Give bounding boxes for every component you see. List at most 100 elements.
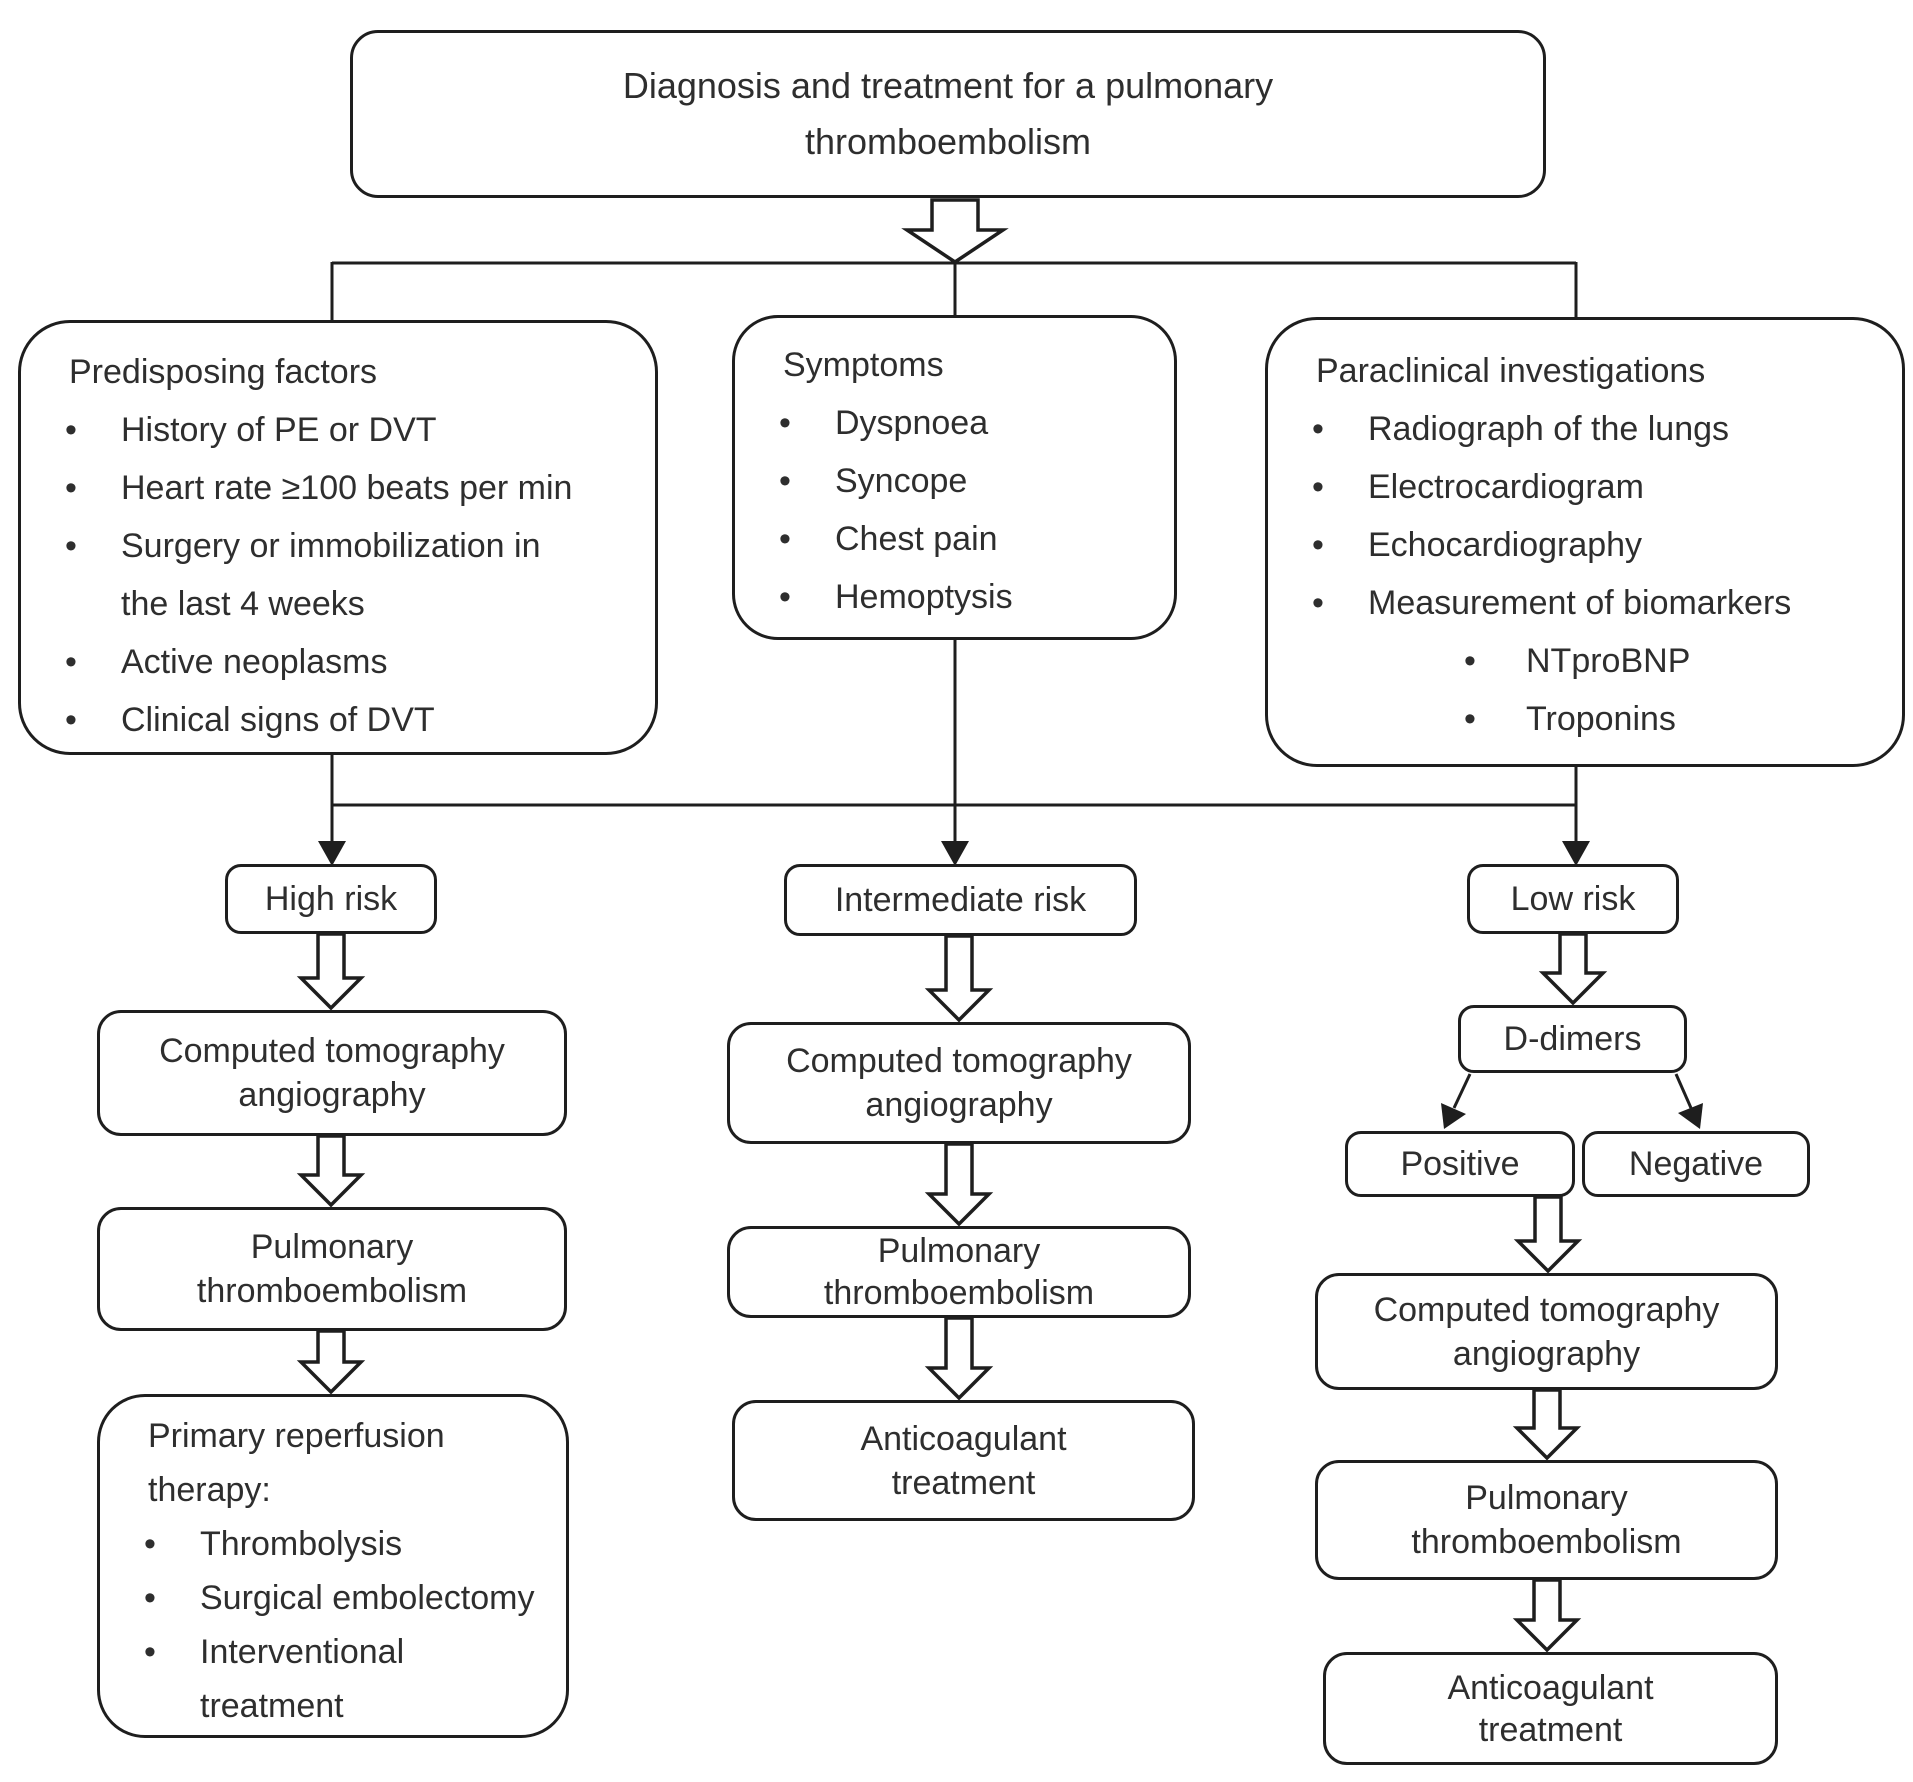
node-diagnosis-title: Diagnosis and treatment for a pulmonary t… xyxy=(350,30,1546,198)
arrow-intermediate-to-ct xyxy=(924,934,994,1023)
arrow-pe-to-anticoagulant-low xyxy=(1512,1578,1582,1653)
arrow-ct-to-pe-low xyxy=(1512,1388,1582,1461)
text-line: Anticoagulant xyxy=(860,1419,1067,1458)
bullet-text: Surgical embolectomy xyxy=(200,1579,535,1617)
bullet-item: • Syncope xyxy=(735,452,1174,510)
line-ddimers-to-positive xyxy=(1452,1073,1472,1109)
bullet-text: NTproBNP xyxy=(1526,642,1691,680)
text-line: Computed tomography xyxy=(1373,1290,1720,1329)
arrow-ct-to-pe-mid xyxy=(924,1142,994,1227)
bullet-text: Dyspnoea xyxy=(835,404,989,442)
node-ct-angiography-intermediate: Computed tomography angiography xyxy=(727,1022,1191,1144)
arrowhead-positive xyxy=(1441,1103,1466,1129)
node-low-risk: Low risk xyxy=(1467,864,1679,934)
bullet-dot: • xyxy=(779,578,791,616)
paraclinical-title: Paraclinical investigations xyxy=(1316,352,1706,390)
arrowhead-high-risk xyxy=(318,841,346,866)
text-line: therapy: xyxy=(148,1471,271,1509)
bullet-item: • Heart rate ≥100 beats per min xyxy=(21,459,655,517)
paraclinical-list: •Radiograph of the lungs•Electrocardiogr… xyxy=(1268,400,1902,748)
bullet-item: •Surgical embolectomy xyxy=(100,1571,566,1625)
node-negative: Negative xyxy=(1582,1131,1810,1197)
bullet-item: •Electrocardiogram xyxy=(1268,458,1902,516)
main-double-arrow xyxy=(901,198,1009,265)
bullet-text: Chest pain xyxy=(835,520,998,558)
bullet-text: Radiograph of the lungs xyxy=(1368,410,1730,448)
bullet-item: •Active neoplasms xyxy=(21,633,655,691)
bullet-item: •Thrombolysis xyxy=(100,1517,566,1571)
text-line: Primary reperfusion xyxy=(148,1417,445,1455)
line-ddimers-to-negative xyxy=(1674,1073,1693,1109)
bullet-text: Syncope xyxy=(835,462,968,500)
bullet-text: Troponins xyxy=(1526,700,1676,738)
text-line: thromboembolism xyxy=(196,1272,468,1310)
node-high-risk: High risk xyxy=(225,864,437,934)
text-line: thromboembolism xyxy=(1411,1523,1682,1561)
text-line: angiography xyxy=(238,1076,426,1114)
bullet-dot: • xyxy=(65,527,77,565)
node-positive: Positive xyxy=(1345,1131,1575,1197)
node-pulmonary-thromboembolism-low: Pulmonary thromboembolism xyxy=(1315,1460,1778,1580)
bullet-dot: • xyxy=(144,1633,156,1671)
bullet-dot: • xyxy=(1464,700,1476,738)
node-symptoms: Symptoms •Dyspnoea•Syncope•Chest pain•He… xyxy=(732,315,1177,640)
arrow-ct-to-pe-high xyxy=(296,1134,366,1208)
node-anticoagulant-treatment-intermediate: Anticoagulant treatment xyxy=(732,1400,1195,1521)
bullet-dot: • xyxy=(779,520,791,558)
bullet-item: • NTproBNP xyxy=(1268,632,1902,690)
node-intermediate-risk: Intermediate risk xyxy=(784,864,1137,936)
text-line: Anticoagulant xyxy=(1447,1668,1654,1707)
bullet-dot: • xyxy=(1464,642,1476,680)
bullet-dot: • xyxy=(1312,584,1324,622)
bullet-item: • Chest pain xyxy=(735,510,1174,568)
bullet-text: Echocardiography xyxy=(1368,526,1643,564)
bullet-dot: • xyxy=(779,404,791,442)
text-line: Computed tomography xyxy=(786,1042,1132,1080)
bullet-text: Clinical signs of DVT xyxy=(121,701,435,739)
text-line: thromboembolism xyxy=(823,1274,1095,1312)
bullet-text: Active neoplasms xyxy=(121,643,388,681)
node-d-dimers: D-dimers xyxy=(1458,1005,1687,1073)
bullet-dot: • xyxy=(1312,468,1324,506)
text-line: Pulmonary xyxy=(250,1228,414,1266)
bullet-dot: • xyxy=(65,411,77,449)
predisposing-title: Predisposing factors xyxy=(69,353,378,391)
bullet-item: • Dyspnoea xyxy=(735,394,1174,452)
node-paraclinical-investigations: Paraclinical investigations •Radiograph … xyxy=(1265,317,1905,767)
text-line: Diagnosis and treatment for a pulmonary xyxy=(622,65,1274,106)
predisposing-list: • History of PE or DVT • Heart rate ≥100 be… xyxy=(21,401,655,749)
bullet-text: Heart rate ≥100 beats per min xyxy=(121,469,573,507)
text-line: treatment xyxy=(891,1463,1036,1502)
bullet-text: History of PE or DVT xyxy=(121,411,437,449)
text-line: Pulmonary xyxy=(1465,1479,1628,1517)
arrow-positive-to-ct xyxy=(1513,1195,1583,1274)
bullet-item: • Clinical signs of DVT xyxy=(21,691,655,749)
bullet-item: •Measurement of biomarkers xyxy=(1268,574,1902,632)
text-line: angiography xyxy=(1452,1334,1641,1373)
arrowhead-intermediate-risk xyxy=(941,841,969,866)
bullet-dot: • xyxy=(779,462,791,500)
reperfusion-list: •Thrombolysis•Surgical embolectomy • Inter… xyxy=(100,1517,566,1733)
node-primary-reperfusion-therapy: Primary reperfusion therapy: •Thrombolysi… xyxy=(97,1394,569,1738)
text-line: angiography xyxy=(865,1086,1053,1124)
text-line: thromboembolism xyxy=(804,121,1092,162)
bullet-item: •Radiograph of the lungs xyxy=(1268,400,1902,458)
node-predisposing-factors: Predisposing factors • History of PE or D… xyxy=(18,320,658,755)
text-line: treatment xyxy=(1478,1710,1623,1749)
bullet-dot: • xyxy=(65,701,77,739)
bullet-dot: • xyxy=(1312,526,1324,564)
node-pulmonary-thromboembolism-high: Pulmonary thromboembolism xyxy=(97,1207,567,1331)
bullet-item: • Echocardiography xyxy=(1268,516,1902,574)
arrowhead-low-risk xyxy=(1562,841,1590,866)
bullet-dot: • xyxy=(65,469,77,507)
bullet-item: • Hemoptysis xyxy=(735,568,1174,626)
arrow-pe-to-reperfusion xyxy=(296,1329,366,1395)
bullet-text: Hemoptysis xyxy=(835,578,1013,616)
